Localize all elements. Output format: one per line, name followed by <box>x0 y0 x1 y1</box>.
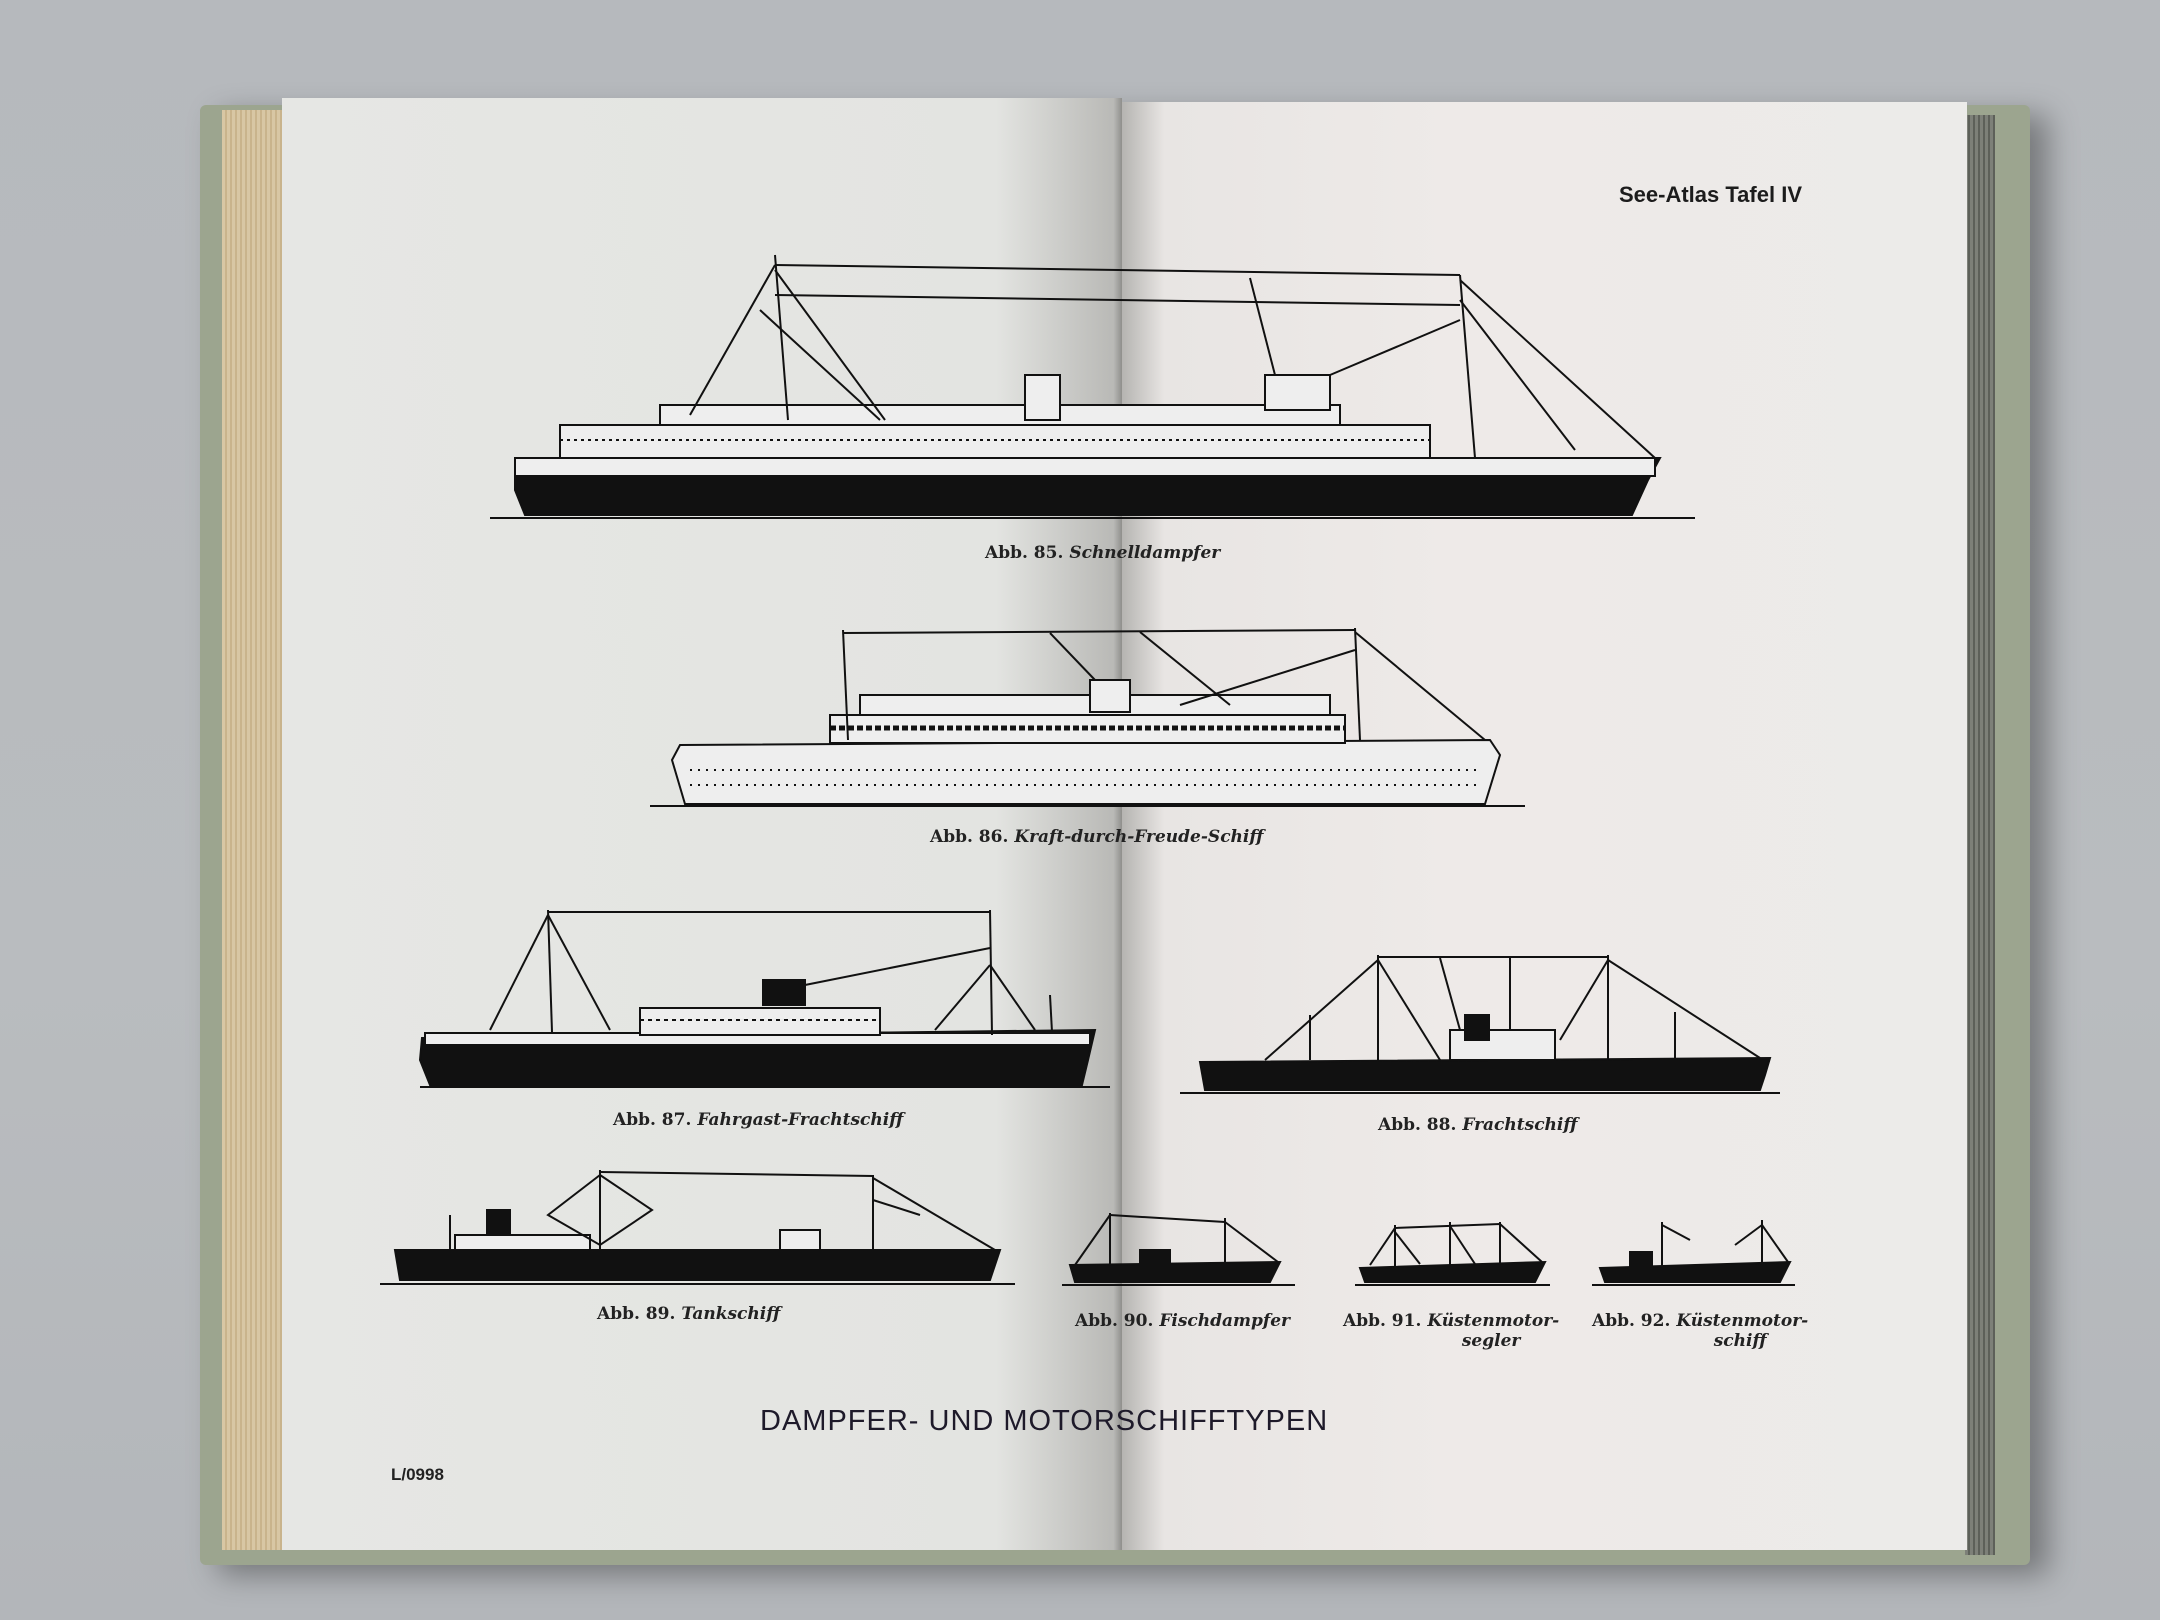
ship-90-illustration <box>1062 1213 1295 1286</box>
print-code: L/0998 <box>391 1465 444 1484</box>
ship-92-illustration <box>1592 1220 1795 1286</box>
figure-name: Frachtschiff <box>1462 1115 1578 1135</box>
ship-87-illustration <box>418 909 1110 1088</box>
figure-caption-85: Abb. 85. Schnelldampfer <box>985 543 1220 563</box>
figure-caption-88: Abb. 88. Frachtschiff <box>1378 1115 1577 1135</box>
ship-89-illustration <box>380 1170 1015 1285</box>
figure-number: Abb. 85. <box>985 543 1064 563</box>
figure-name-continued: segler <box>1461 1331 1521 1351</box>
right-page <box>1122 102 1967 1550</box>
page-edges <box>222 110 287 1550</box>
ship-91-illustration <box>1355 1222 1550 1286</box>
figure-caption-91: Abb. 91. Küstenmotor-segler <box>1343 1311 1559 1351</box>
figure-caption-90: Abb. 90. Fischdampfer <box>1075 1311 1290 1331</box>
figure-name: Schnelldampfer <box>1069 543 1221 563</box>
figure-name: Fahrgast-Frachtschiff <box>697 1110 904 1130</box>
page-title: DAMPFER- UND MOTORSCHIFFTYPEN <box>760 1405 1329 1437</box>
figure-name: Küstenmotor- <box>1676 1311 1809 1331</box>
figure-number: Abb. 87. <box>613 1110 692 1130</box>
figure-caption-87: Abb. 87. Fahrgast-Frachtschiff <box>613 1110 903 1130</box>
figure-number: Abb. 92. <box>1592 1311 1671 1331</box>
figure-name: Küstenmotor- <box>1427 1311 1560 1331</box>
figure-name: Tankschiff <box>681 1304 781 1324</box>
figure-name-continued: schiff <box>1713 1331 1767 1351</box>
figure-number: Abb. 91. <box>1343 1311 1422 1331</box>
figure-number: Abb. 88. <box>1378 1115 1457 1135</box>
figure-number: Abb. 86. <box>930 827 1009 847</box>
figure-name: Kraft-durch-Freude-Schiff <box>1014 827 1264 847</box>
cover-edge <box>1965 115 1995 1555</box>
figure-caption-86: Abb. 86. Kraft-durch-Freude-Schiff <box>930 827 1263 847</box>
plate-label: See-Atlas Tafel IV <box>1619 182 1802 207</box>
ship-85-illustration <box>490 254 1695 519</box>
figure-number: Abb. 89. <box>597 1304 676 1324</box>
left-page <box>282 98 1122 1550</box>
ship-86-illustration <box>650 627 1525 807</box>
figure-number: Abb. 90. <box>1075 1311 1154 1331</box>
figure-name: Fischdampfer <box>1159 1311 1290 1331</box>
ship-88-illustration <box>1180 955 1780 1094</box>
figure-caption-92: Abb. 92. Küstenmotor-schiff <box>1592 1311 1808 1351</box>
figure-caption-89: Abb. 89. Tankschiff <box>597 1304 780 1324</box>
